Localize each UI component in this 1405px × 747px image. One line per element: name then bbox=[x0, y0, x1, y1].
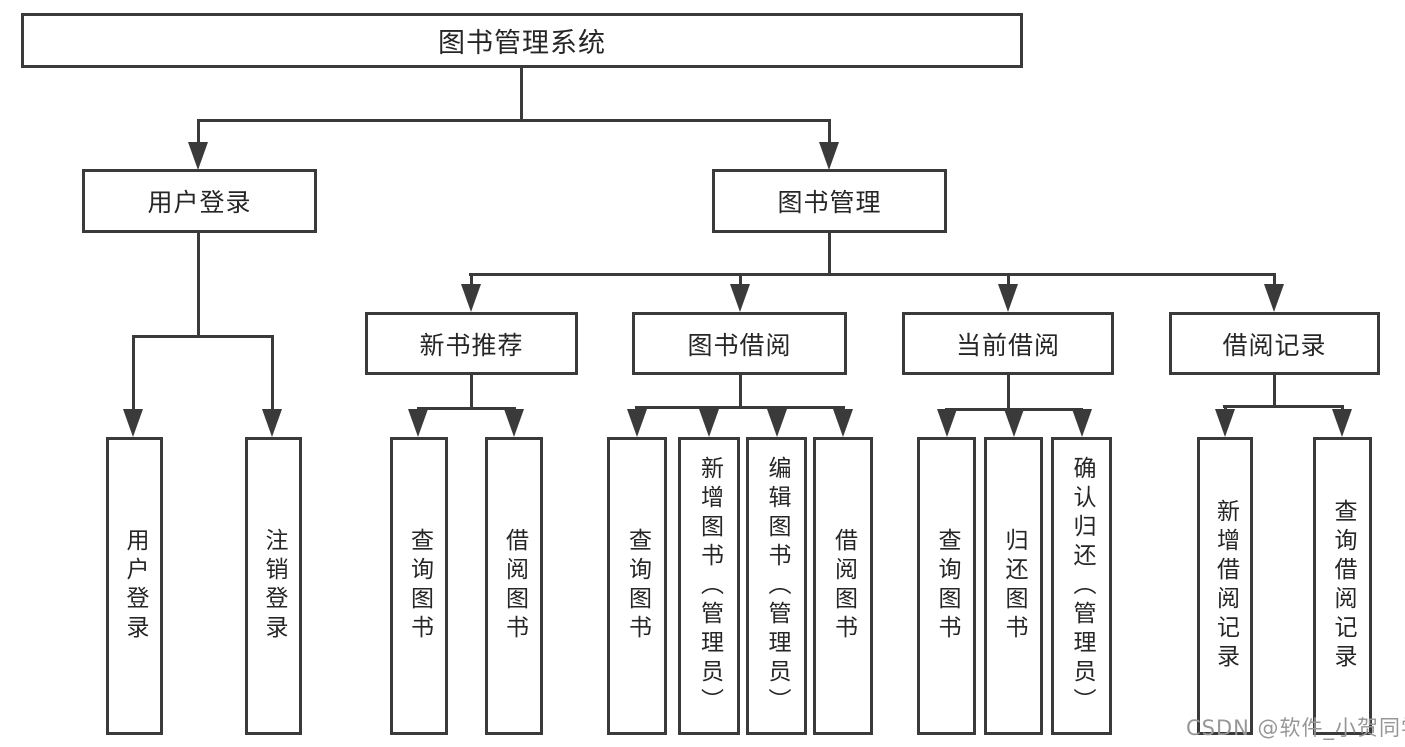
leaf-label: 查询借阅记录 bbox=[1330, 499, 1356, 673]
leaf-add-books-admin: 新增图书（管理员） bbox=[678, 437, 740, 735]
node-book-management: 图书管理 bbox=[712, 169, 947, 233]
leaf-label: 用户登录 bbox=[122, 528, 148, 644]
leaf-query-books-borrowing: 查询图书 bbox=[607, 437, 667, 735]
connector-new-book-stem bbox=[470, 375, 473, 410]
connector-new-book-crossbar bbox=[417, 407, 516, 410]
arrow-down-icon bbox=[1004, 409, 1024, 437]
leaf-edit-books-admin: 编辑图书（管理员） bbox=[746, 437, 807, 735]
leaf-label: 借阅图书 bbox=[501, 528, 528, 644]
arrow-down-icon bbox=[123, 409, 143, 437]
node-new-book-recommend: 新书推荐 bbox=[365, 312, 578, 375]
leaf-label: 确认归还（管理员） bbox=[1069, 455, 1095, 717]
arrow-down-icon bbox=[1215, 409, 1235, 437]
node-label: 当前借阅 bbox=[955, 330, 1060, 360]
leaf-user-login: 用户登录 bbox=[106, 437, 163, 735]
node-label: 图书管理 bbox=[777, 188, 882, 217]
connector-borrow-records-stem bbox=[1273, 375, 1276, 408]
arrow-down-icon bbox=[262, 409, 282, 437]
leaf-return-books: 归还图书 bbox=[984, 437, 1043, 735]
connector-book-borrow-stem bbox=[739, 375, 742, 409]
leaf-borrow-books-newbook: 借阅图书 bbox=[485, 437, 543, 735]
connector-leaf-drop bbox=[271, 335, 274, 412]
arrow-down-icon bbox=[819, 142, 839, 170]
arrow-down-icon bbox=[1072, 409, 1092, 437]
arrow-down-icon bbox=[699, 409, 719, 437]
arrow-down-icon bbox=[408, 409, 428, 437]
arrow-down-icon bbox=[461, 284, 481, 312]
node-label: 图书管理系统 bbox=[438, 28, 606, 59]
leaf-label: 新增图书（管理员） bbox=[696, 455, 723, 717]
arrow-down-icon bbox=[1332, 409, 1352, 437]
leaf-query-books-current: 查询图书 bbox=[917, 437, 976, 735]
connector-book-mgmt-crossbar bbox=[469, 273, 1276, 276]
leaf-query-borrow-record: 查询借阅记录 bbox=[1313, 437, 1372, 735]
node-user-login: 用户登录 bbox=[82, 169, 317, 233]
leaf-logout-login: 注销登录 bbox=[245, 437, 302, 735]
leaf-label: 注销登录 bbox=[261, 528, 287, 644]
arrow-down-icon bbox=[937, 409, 957, 437]
node-current-borrowing: 当前借阅 bbox=[902, 312, 1114, 375]
arrow-down-icon bbox=[1264, 284, 1284, 312]
arrow-down-icon bbox=[767, 409, 787, 437]
arrow-down-icon bbox=[627, 409, 647, 437]
connector-leaf-drop bbox=[132, 335, 135, 412]
connector-user-login-stem bbox=[197, 232, 200, 338]
leaf-label: 查询图书 bbox=[624, 528, 651, 644]
node-label: 图书借阅 bbox=[687, 330, 792, 360]
leaf-confirm-return-admin: 确认归还（管理员） bbox=[1051, 437, 1112, 735]
connector-root-stem bbox=[520, 68, 523, 119]
connector-book-mgmt-drop bbox=[828, 119, 831, 145]
arrow-down-icon bbox=[504, 409, 524, 437]
node-book-borrowing: 图书借阅 bbox=[632, 312, 847, 375]
connector-user-login-crossbar bbox=[132, 335, 274, 338]
node-borrowing-records: 借阅记录 bbox=[1169, 312, 1380, 375]
leaf-borrow-books-borrowing: 借阅图书 bbox=[813, 437, 873, 735]
connector-level2-drop bbox=[470, 273, 473, 287]
leaf-label: 借阅图书 bbox=[830, 528, 857, 644]
arrow-down-icon bbox=[998, 284, 1018, 312]
leaf-label: 查询图书 bbox=[406, 528, 433, 644]
connector-book-mgmt-stem bbox=[828, 233, 831, 276]
connector-book-borrow-crossbar bbox=[635, 406, 845, 409]
leaf-label: 编辑图书（管理员） bbox=[764, 455, 790, 717]
arrow-down-icon bbox=[833, 409, 853, 437]
connector-level2-drop bbox=[1273, 273, 1276, 287]
connector-level2-drop bbox=[1007, 273, 1010, 287]
connector-level2-drop bbox=[739, 273, 742, 287]
arrow-down-icon bbox=[188, 142, 208, 170]
connector-current-borrow-stem bbox=[1007, 375, 1010, 411]
arrow-down-icon bbox=[730, 284, 750, 312]
leaf-query-books-newbook: 查询图书 bbox=[390, 437, 448, 735]
connector-user-login-drop bbox=[197, 119, 200, 145]
connector-root-crossbar bbox=[197, 119, 830, 122]
connector-borrow-records-crossbar bbox=[1223, 405, 1344, 408]
node-label: 借阅记录 bbox=[1222, 330, 1327, 360]
node-library-management-system: 图书管理系统 bbox=[21, 13, 1023, 68]
leaf-label: 查询图书 bbox=[934, 528, 960, 644]
leaf-add-borrow-record: 新增借阅记录 bbox=[1197, 437, 1253, 735]
leaf-label: 新增借阅记录 bbox=[1212, 499, 1239, 673]
leaf-label: 归还图书 bbox=[1001, 528, 1027, 644]
csdn-watermark: CSDN @软件_小贺同学 bbox=[1186, 716, 1405, 740]
node-label: 新书推荐 bbox=[419, 330, 524, 360]
node-label: 用户登录 bbox=[147, 188, 252, 217]
